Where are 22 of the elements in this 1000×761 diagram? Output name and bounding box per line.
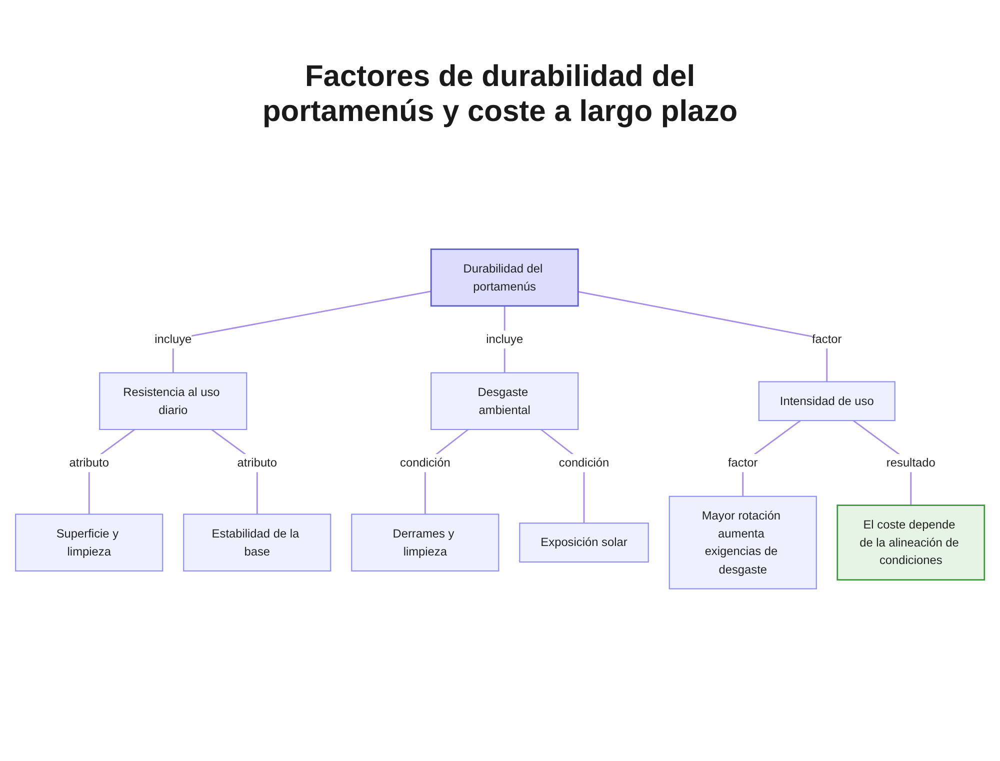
edge-label: atributo: [237, 456, 277, 470]
edge-label: atributo: [69, 456, 109, 470]
edge-label: factor: [728, 456, 758, 470]
node-box: Exposición solar: [519, 522, 649, 563]
node-box: Superficie y limpieza: [15, 514, 164, 572]
connector: [172, 290, 432, 373]
edge-label: incluye: [486, 332, 524, 346]
edge-label: condición: [558, 456, 610, 470]
node-box: Durabilidad del portamenús: [430, 248, 579, 307]
edge-label: factor: [812, 332, 842, 346]
node-box: Desgaste ambiental: [430, 372, 579, 430]
connector: [578, 290, 828, 382]
edge-label: incluye: [154, 332, 192, 346]
edge-label: resultado: [886, 456, 936, 470]
diagram-title: Factores de durabilidad del portamenús y coste a largo plazo: [261, 60, 739, 129]
node-box: Intensidad de uso: [758, 381, 896, 422]
node-box: El coste depende de la alineación de condiciones: [836, 504, 986, 581]
edge-label: condición: [400, 456, 450, 470]
node-box: Derrames y limpieza: [351, 514, 500, 572]
node-box: Estabilidad de la base: [183, 514, 332, 572]
node-box: Mayor rotación aumenta exigencias de desgaste: [668, 496, 817, 590]
node-box: Resistencia al uso diario: [99, 372, 248, 430]
